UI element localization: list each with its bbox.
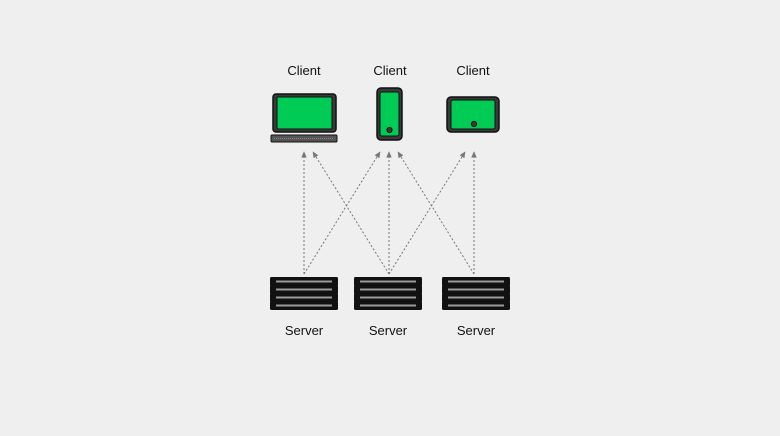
arrow-server2-to-client1 xyxy=(312,151,390,275)
server-rack-icon xyxy=(442,277,510,310)
phone-icon xyxy=(376,87,403,141)
arrow-server1-to-client2 xyxy=(303,151,381,275)
server-rack-icon xyxy=(270,277,338,310)
server-label: Server xyxy=(456,323,496,338)
tablet-icon xyxy=(446,96,500,133)
client-label: Client xyxy=(287,63,321,78)
server-label: Server xyxy=(368,323,408,338)
arrow-server3-to-client2 xyxy=(397,151,475,275)
client-label: Client xyxy=(373,63,407,78)
laptop-icon xyxy=(270,93,338,143)
arrow-server2-to-client3 xyxy=(388,151,466,275)
server-label: Server xyxy=(284,323,324,338)
connection-arrows xyxy=(301,151,477,275)
client-label: Client xyxy=(456,63,490,78)
server-rack-icon xyxy=(354,277,422,310)
